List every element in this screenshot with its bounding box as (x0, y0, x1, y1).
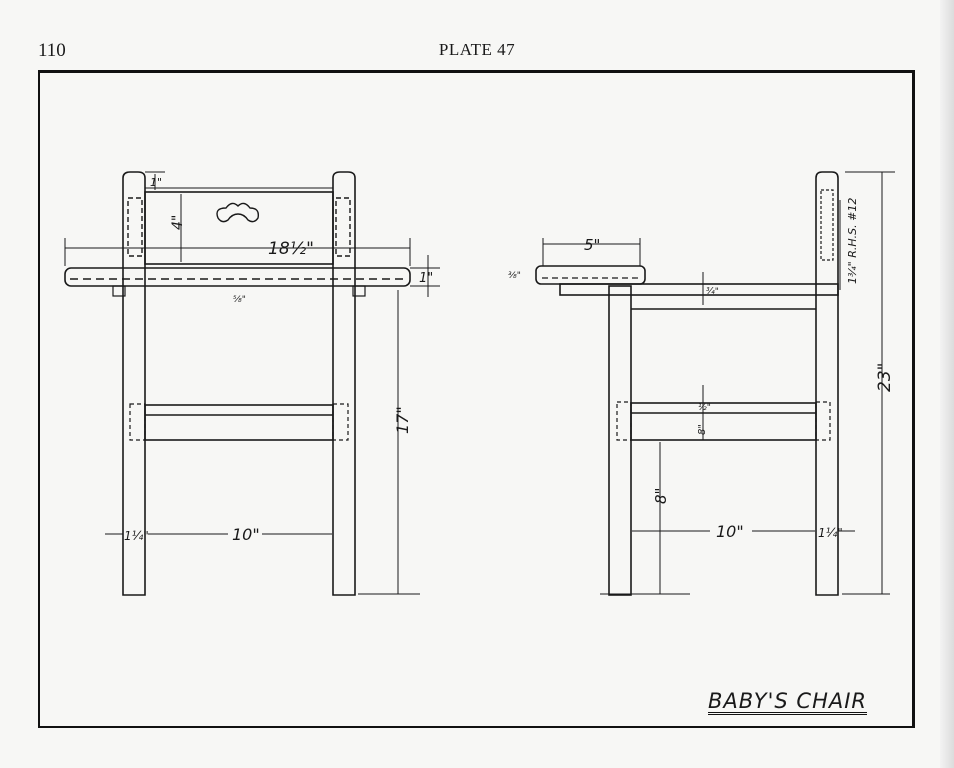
dim-leg-width: 1¼" (124, 529, 149, 543)
dim-seat-height: 17" (393, 406, 412, 434)
dim-seat-thickness: 1" (419, 271, 433, 286)
page-edge (940, 0, 954, 768)
front-left-post (122, 171, 146, 596)
dim-seat-offset: ⅝" (233, 295, 246, 305)
page-number: 110 (38, 40, 66, 61)
dim-stretcher-height: 8" (697, 424, 708, 435)
front-right-post (332, 171, 356, 596)
dim-side-leg-spacing: 10" (716, 522, 744, 541)
dim-side-leg-width: 1¼" (818, 526, 843, 540)
dim-stretcher-from-floor: 8" (652, 488, 670, 504)
dim-tray-width: 5" (584, 236, 600, 254)
side-view: 5" ⅜" ¾" ½" 8" 8" 10" 1¼" 23" 1¾" R.H.S.… (508, 171, 895, 596)
dim-arm-thickness: ¾" (706, 287, 719, 297)
dim-post-top: 1" (150, 176, 162, 189)
dim-overall-width: 18½" (268, 239, 314, 259)
screw-note: 1¾" R.H.S. #12 (846, 198, 859, 284)
drawing-frame (38, 70, 915, 728)
dim-overall-height: 23" (875, 363, 895, 392)
dim-tray-thickness: ⅜" (508, 271, 521, 281)
front-view: 18½" 4" 1" 1" ⅝" 17" 1¼" 10" (64, 171, 440, 596)
dim-leg-spacing: 10" (232, 525, 260, 544)
handle-cutout (216, 202, 260, 223)
drawing-title: BABY'S CHAIR (708, 689, 868, 715)
dim-stretcher-gap: ½" (698, 403, 711, 413)
plate-label: PLATE 47 (438, 40, 516, 59)
dim-back-height: 4" (170, 215, 186, 230)
